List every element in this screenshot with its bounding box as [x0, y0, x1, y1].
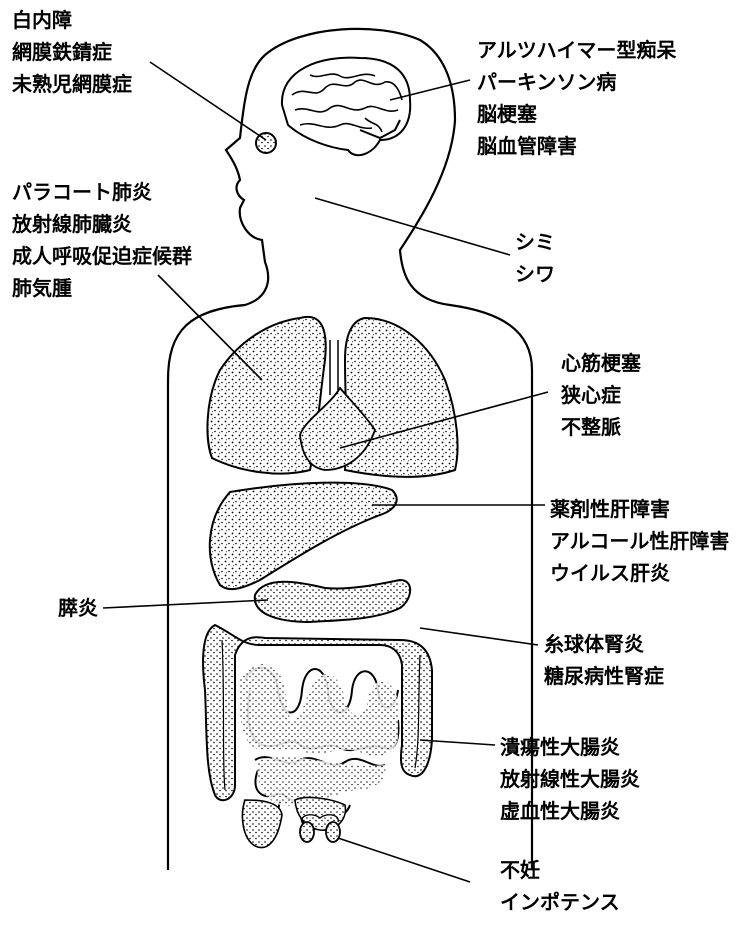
- gonad-left: [300, 822, 314, 842]
- skin-disease-labels: シミ シワ: [515, 226, 555, 290]
- label-intestine-1: 潰瘍性大腸炎: [500, 731, 640, 763]
- leader-pancreas: [103, 600, 268, 608]
- leader-reproductive: [338, 838, 470, 882]
- label-kidney-2: 糖尿病性腎症: [544, 660, 664, 692]
- label-brain-1: アルツハイマー型痴呆: [477, 34, 676, 66]
- reproductive-disease-labels: 不妊 インポテンス: [500, 854, 620, 918]
- label-lung-2: 放射線肺臓炎: [12, 208, 192, 240]
- pancreas-colon-shape: [255, 580, 410, 622]
- label-lung-1: パラコート肺炎: [12, 176, 192, 208]
- eye-disease-labels: 白内障 網膜鉄錆症 未熟児網膜症: [12, 4, 132, 100]
- brain-shape: [282, 58, 410, 156]
- lung-disease-labels: パラコート肺炎 放射線肺臓炎 成人呼吸促迫症候群 肺気腫: [12, 176, 192, 304]
- label-eye-2: 網膜鉄錆症: [12, 36, 132, 68]
- pancreas-disease-labels: 膵炎: [58, 592, 98, 624]
- label-brain-2: パーキンソン病: [477, 66, 676, 98]
- heart-disease-labels: 心筋梗塞 狭心症 不整脈: [561, 347, 641, 443]
- label-reproductive-1: 不妊: [500, 854, 620, 886]
- label-reproductive-2: インポテンス: [500, 886, 620, 918]
- label-lung-3: 成人呼吸促迫症候群: [12, 240, 192, 272]
- label-pancreas-1: 膵炎: [58, 592, 98, 624]
- label-heart-2: 狭心症: [561, 379, 641, 411]
- label-skin-2: シワ: [515, 258, 555, 290]
- label-heart-1: 心筋梗塞: [561, 347, 641, 379]
- brain-disease-labels: アルツハイマー型痴呆 パーキンソン病 脳梗塞 脳血管障害: [477, 34, 676, 162]
- gonad-right: [326, 822, 340, 842]
- label-lung-4: 肺気腫: [12, 272, 192, 304]
- kidney-disease-labels: 糸球体腎炎 糖尿病性腎症: [544, 628, 664, 692]
- liver-shape: [210, 483, 397, 590]
- label-intestine-3: 虚血性大腸炎: [500, 795, 640, 827]
- label-kidney-1: 糸球体腎炎: [544, 628, 664, 660]
- label-brain-3: 脳梗塞: [477, 98, 676, 130]
- leader-skin: [315, 198, 510, 255]
- label-intestine-2: 放射線性大腸炎: [500, 763, 640, 795]
- label-liver-3: ウイルス肝炎: [550, 557, 729, 589]
- label-brain-4: 脳血管障害: [477, 130, 676, 162]
- label-skin-1: シミ: [515, 226, 555, 258]
- label-liver-1: 薬剤性肝障害: [550, 493, 729, 525]
- label-eye-3: 未熟児網膜症: [12, 68, 132, 100]
- label-heart-3: 不整脈: [561, 411, 641, 443]
- liver-disease-labels: 薬剤性肝障害 アルコール性肝障害 ウイルス肝炎: [550, 493, 729, 589]
- leader-eye: [150, 62, 266, 140]
- label-eye-1: 白内障: [12, 4, 132, 36]
- leader-kidney: [420, 628, 538, 645]
- label-liver-2: アルコール性肝障害: [550, 525, 729, 557]
- intestine-disease-labels: 潰瘍性大腸炎 放射線性大腸炎 虚血性大腸炎: [500, 731, 640, 827]
